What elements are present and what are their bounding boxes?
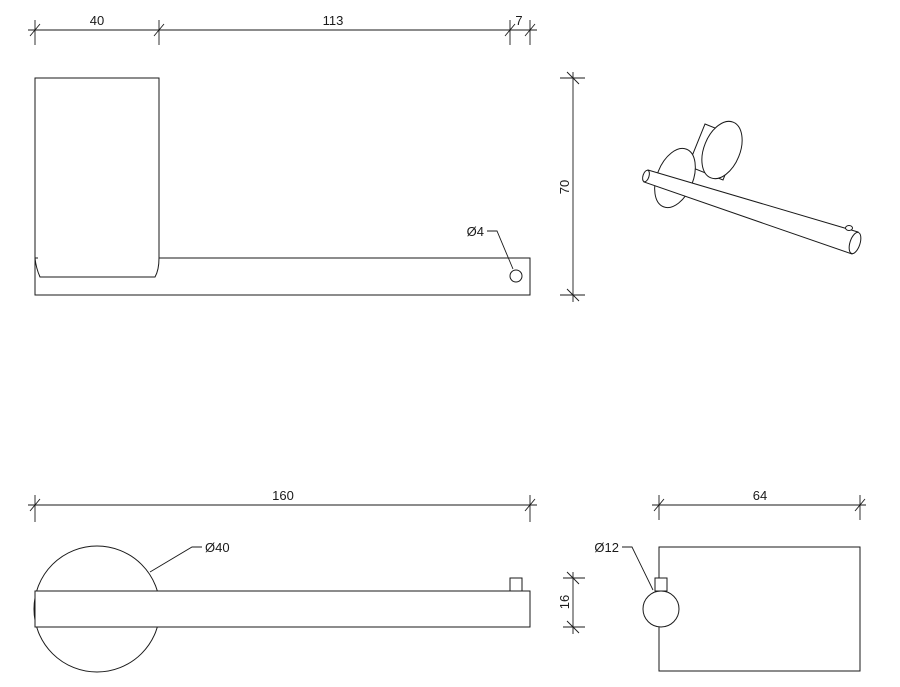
dim-113-label: 113 bbox=[323, 13, 344, 28]
side-width-dimension: 64 bbox=[652, 488, 866, 520]
front-view: 40 113 7 Ø4 70 bbox=[28, 13, 585, 302]
side-plate bbox=[658, 546, 861, 672]
isometric-view bbox=[642, 120, 862, 255]
dim-40-label: 40 bbox=[90, 13, 104, 28]
dim-16-label: 16 bbox=[557, 595, 572, 609]
front-top-dimension: 40 113 7 bbox=[28, 13, 537, 45]
iso-arm-start bbox=[642, 169, 650, 183]
base-leader bbox=[149, 546, 202, 573]
plan-length-dimension: 160 bbox=[28, 488, 537, 522]
iso-arm bbox=[643, 169, 859, 255]
plan-pin bbox=[509, 577, 523, 592]
arm-leader bbox=[622, 546, 654, 591]
side-pin bbox=[654, 577, 668, 592]
dim-64-label: 64 bbox=[753, 488, 767, 503]
dim-7-label: 7 bbox=[515, 13, 522, 28]
dim-70-label: 70 bbox=[557, 180, 572, 194]
plan-bar bbox=[34, 590, 531, 628]
front-height-dimension: 70 bbox=[557, 71, 585, 302]
plan-view: 160 Ø40 16 bbox=[28, 488, 585, 673]
dim-160-label: 160 bbox=[272, 488, 294, 503]
hole-leader bbox=[487, 230, 514, 270]
front-bar bbox=[34, 257, 531, 296]
dim-o4-label: Ø4 bbox=[467, 224, 484, 239]
arm-thickness-dimension: 16 bbox=[557, 571, 585, 634]
dim-o40-label: Ø40 bbox=[205, 540, 230, 555]
side-arm-section bbox=[642, 590, 680, 628]
iso-pin bbox=[845, 225, 853, 231]
side-view: 64 Ø12 bbox=[594, 488, 866, 672]
dim-o12-label: Ø12 bbox=[594, 540, 619, 555]
iso-cylinder-back bbox=[701, 120, 743, 180]
front-hole bbox=[509, 269, 523, 283]
front-base-block bbox=[34, 77, 160, 278]
iso-arm-end bbox=[848, 231, 862, 255]
